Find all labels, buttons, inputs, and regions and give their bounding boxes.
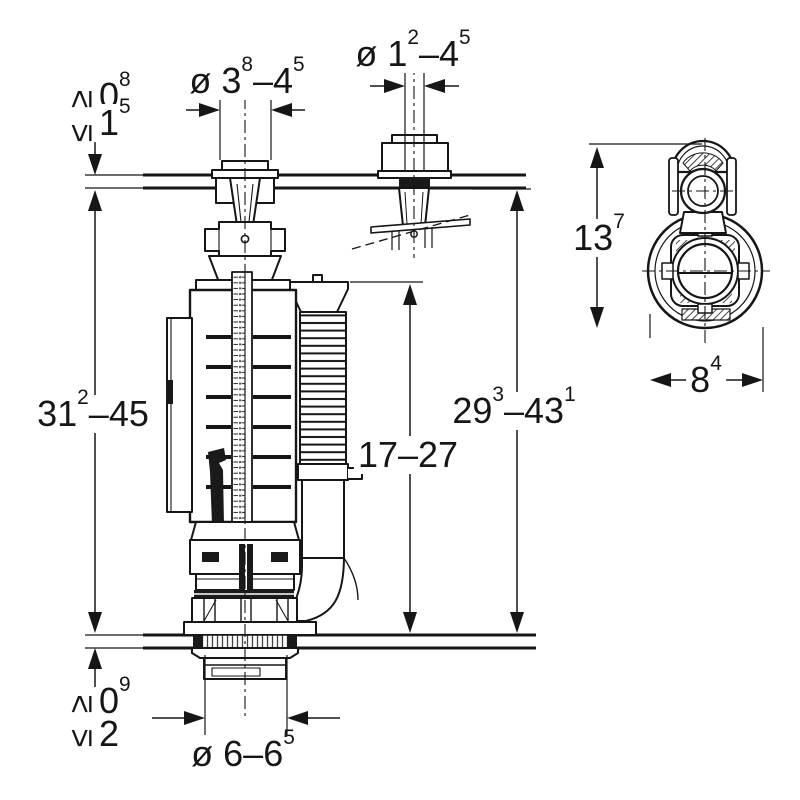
lever-detail [208,448,226,525]
dim-lid-thickness-max: 15 [97,94,133,143]
dim-overall-height: 312–45 [33,387,153,433]
less-equal-symbol: ≤ [61,123,99,143]
dim-cap-diameter: ø 38–45 [185,54,309,100]
less-equal-symbol: ≤ [61,728,99,748]
dim-rod-diameter: ø 12–45 [351,27,475,73]
flush-valve-front-view [166,160,317,680]
tilt-reference-line [351,214,471,250]
cistern-lid [85,173,526,190]
dim-side-view-height: 137 [569,211,629,257]
dim-outlet-diameter: ø 6–65 [187,727,299,773]
greater-equal-symbol: ≥ [61,89,99,109]
dimension-arrows [88,79,763,725]
dim-base-thickness-max: 2 [97,713,122,754]
dim-overflow-height: 17–27 [353,436,463,474]
cistern-base [85,633,536,650]
dim-height-under-lid: 293–431 [448,384,580,430]
greater-equal-symbol: ≥ [61,694,99,714]
dim-base-thickness-min: 09 [97,672,133,721]
second-actuator [351,134,471,250]
centerlines [244,62,770,718]
dim-side-view-width: 84 [686,353,726,399]
